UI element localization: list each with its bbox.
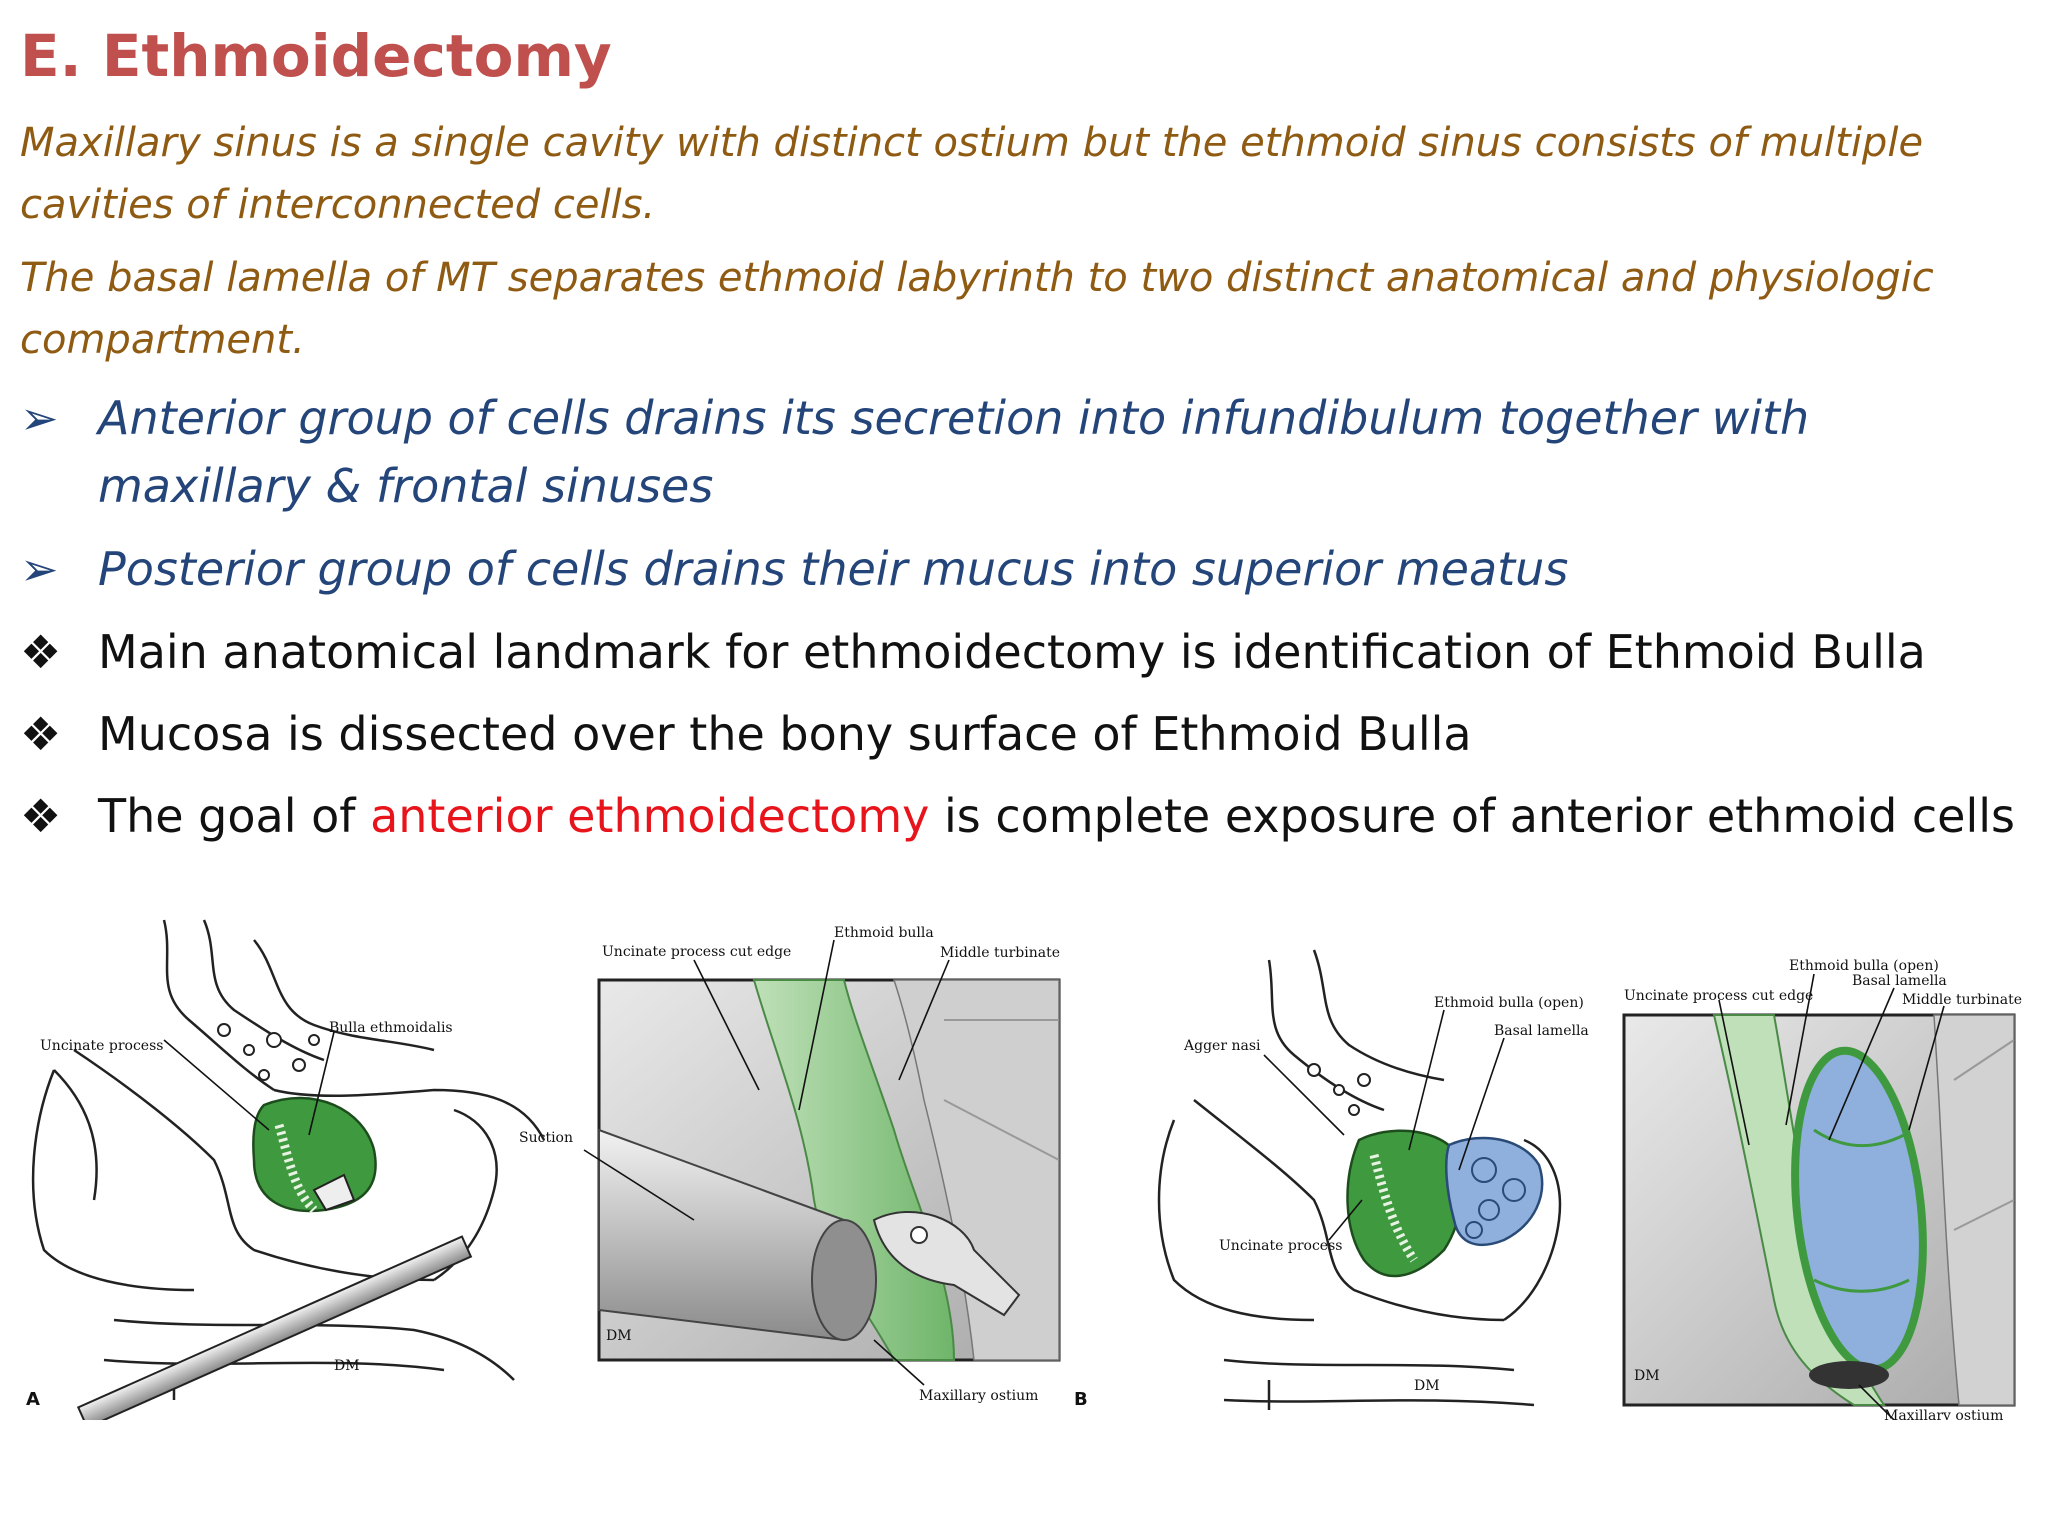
artist-signature-a: DM — [334, 1358, 360, 1374]
label-basal-lamella-b: Basal lamella — [1852, 973, 1947, 989]
bullet-text: The goal of anterior ethmoidectomy is co… — [98, 789, 2016, 843]
label-ethmoid-bulla: Ethmoid bulla — [834, 925, 934, 941]
bullet-goal: ❖ The goal of anterior ethmoidectomy is … — [20, 782, 2030, 850]
label-ethmoid-bulla-open: Ethmoid bulla (open) — [1434, 995, 1584, 1011]
bullet-text: Main anatomical landmark for ethmoidecto… — [98, 625, 1926, 679]
label-uncinate-process: Uncinate process — [40, 1038, 163, 1054]
bullet-anterior-cells: ➢ Anterior group of cells drains its sec… — [20, 384, 2030, 520]
ethmoidectomy-illustrations: Uncinate process Bulla ethmoidalis Sucti… — [26, 919, 2022, 1420]
label-maxillary-ostium-b: Maxillary ostium — [1884, 1408, 2003, 1420]
label-ethmoid-bulla-open-b: Ethmoid bulla (open) — [1789, 958, 1939, 974]
bullet-posterior-cells: ➢ Posterior group of cells drains their … — [20, 535, 2030, 603]
diamond-bullet-icon: ❖ — [20, 789, 62, 843]
bullet-mucosa: ❖ Mucosa is dissected over the bony surf… — [20, 700, 2030, 768]
label-basal-lamella: Basal lamella — [1494, 1023, 1589, 1039]
arrow-bullet-icon: ➢ — [20, 542, 59, 596]
highlight-anterior-ethmoidectomy: anterior ethmoidectomy — [370, 789, 930, 843]
arrow-bullet-icon: ➢ — [20, 391, 59, 445]
bullet-text: Anterior group of cells drains its secre… — [98, 391, 1810, 513]
bullet-landmark: ❖ Main anatomical landmark for ethmoidec… — [20, 618, 2030, 686]
diamond-bullet-icon: ❖ — [20, 625, 62, 679]
diamond-bullet-icon: ❖ — [20, 707, 62, 761]
intro-paragraph-1: Maxillary sinus is a single cavity with … — [20, 120, 1924, 228]
intro-paragraph-2: The basal lamella of MT separates ethmoi… — [20, 255, 1934, 363]
artist-signature-a-zoom: DM — [606, 1328, 632, 1344]
bullet-text: Posterior group of cells drains their mu… — [98, 542, 1569, 596]
label-agger-nasi: Agger nasi — [1183, 1038, 1261, 1054]
artist-signature-b: DM — [1414, 1378, 1440, 1394]
label-maxillary-ostium: Maxillary ostium — [919, 1388, 1038, 1404]
bullet-text: Mucosa is dissected over the bony surfac… — [98, 707, 1472, 761]
panel-letter-b: B — [1074, 1389, 1088, 1410]
panel-letter-a: A — [26, 1389, 40, 1410]
label-uncinate-cut-edge-b: Uncinate process cut edge — [1624, 988, 1813, 1004]
label-middle-turbinate-b: Middle turbinate — [1902, 992, 2022, 1008]
panel-a-sagittal-drawing: Uncinate process Bulla ethmoidalis Sucti… — [26, 919, 573, 1420]
panel-b-endoscopic-view: Uncinate process cut edge Ethmoid bulla … — [1622, 958, 2022, 1420]
label-uncinate-process-b: Uncinate process — [1219, 1238, 1342, 1254]
artist-signature-b-zoom: DM — [1634, 1368, 1660, 1384]
panel-a-endoscopic-view: Uncinate process cut edge Ethmoid bulla … — [583, 925, 1061, 1404]
label-bulla-ethmoidalis: Bulla ethmoidalis — [329, 1020, 453, 1036]
label-uncinate-cut-edge: Uncinate process cut edge — [602, 944, 791, 960]
panel-b-sagittal-drawing: Agger nasi Ethmoid bulla (open) Basal la… — [1074, 949, 1589, 1410]
label-suction: Suction — [519, 1130, 573, 1146]
label-middle-turbinate: Middle turbinate — [940, 945, 1060, 961]
slide-title: E. Ethmoidectomy — [20, 22, 612, 90]
